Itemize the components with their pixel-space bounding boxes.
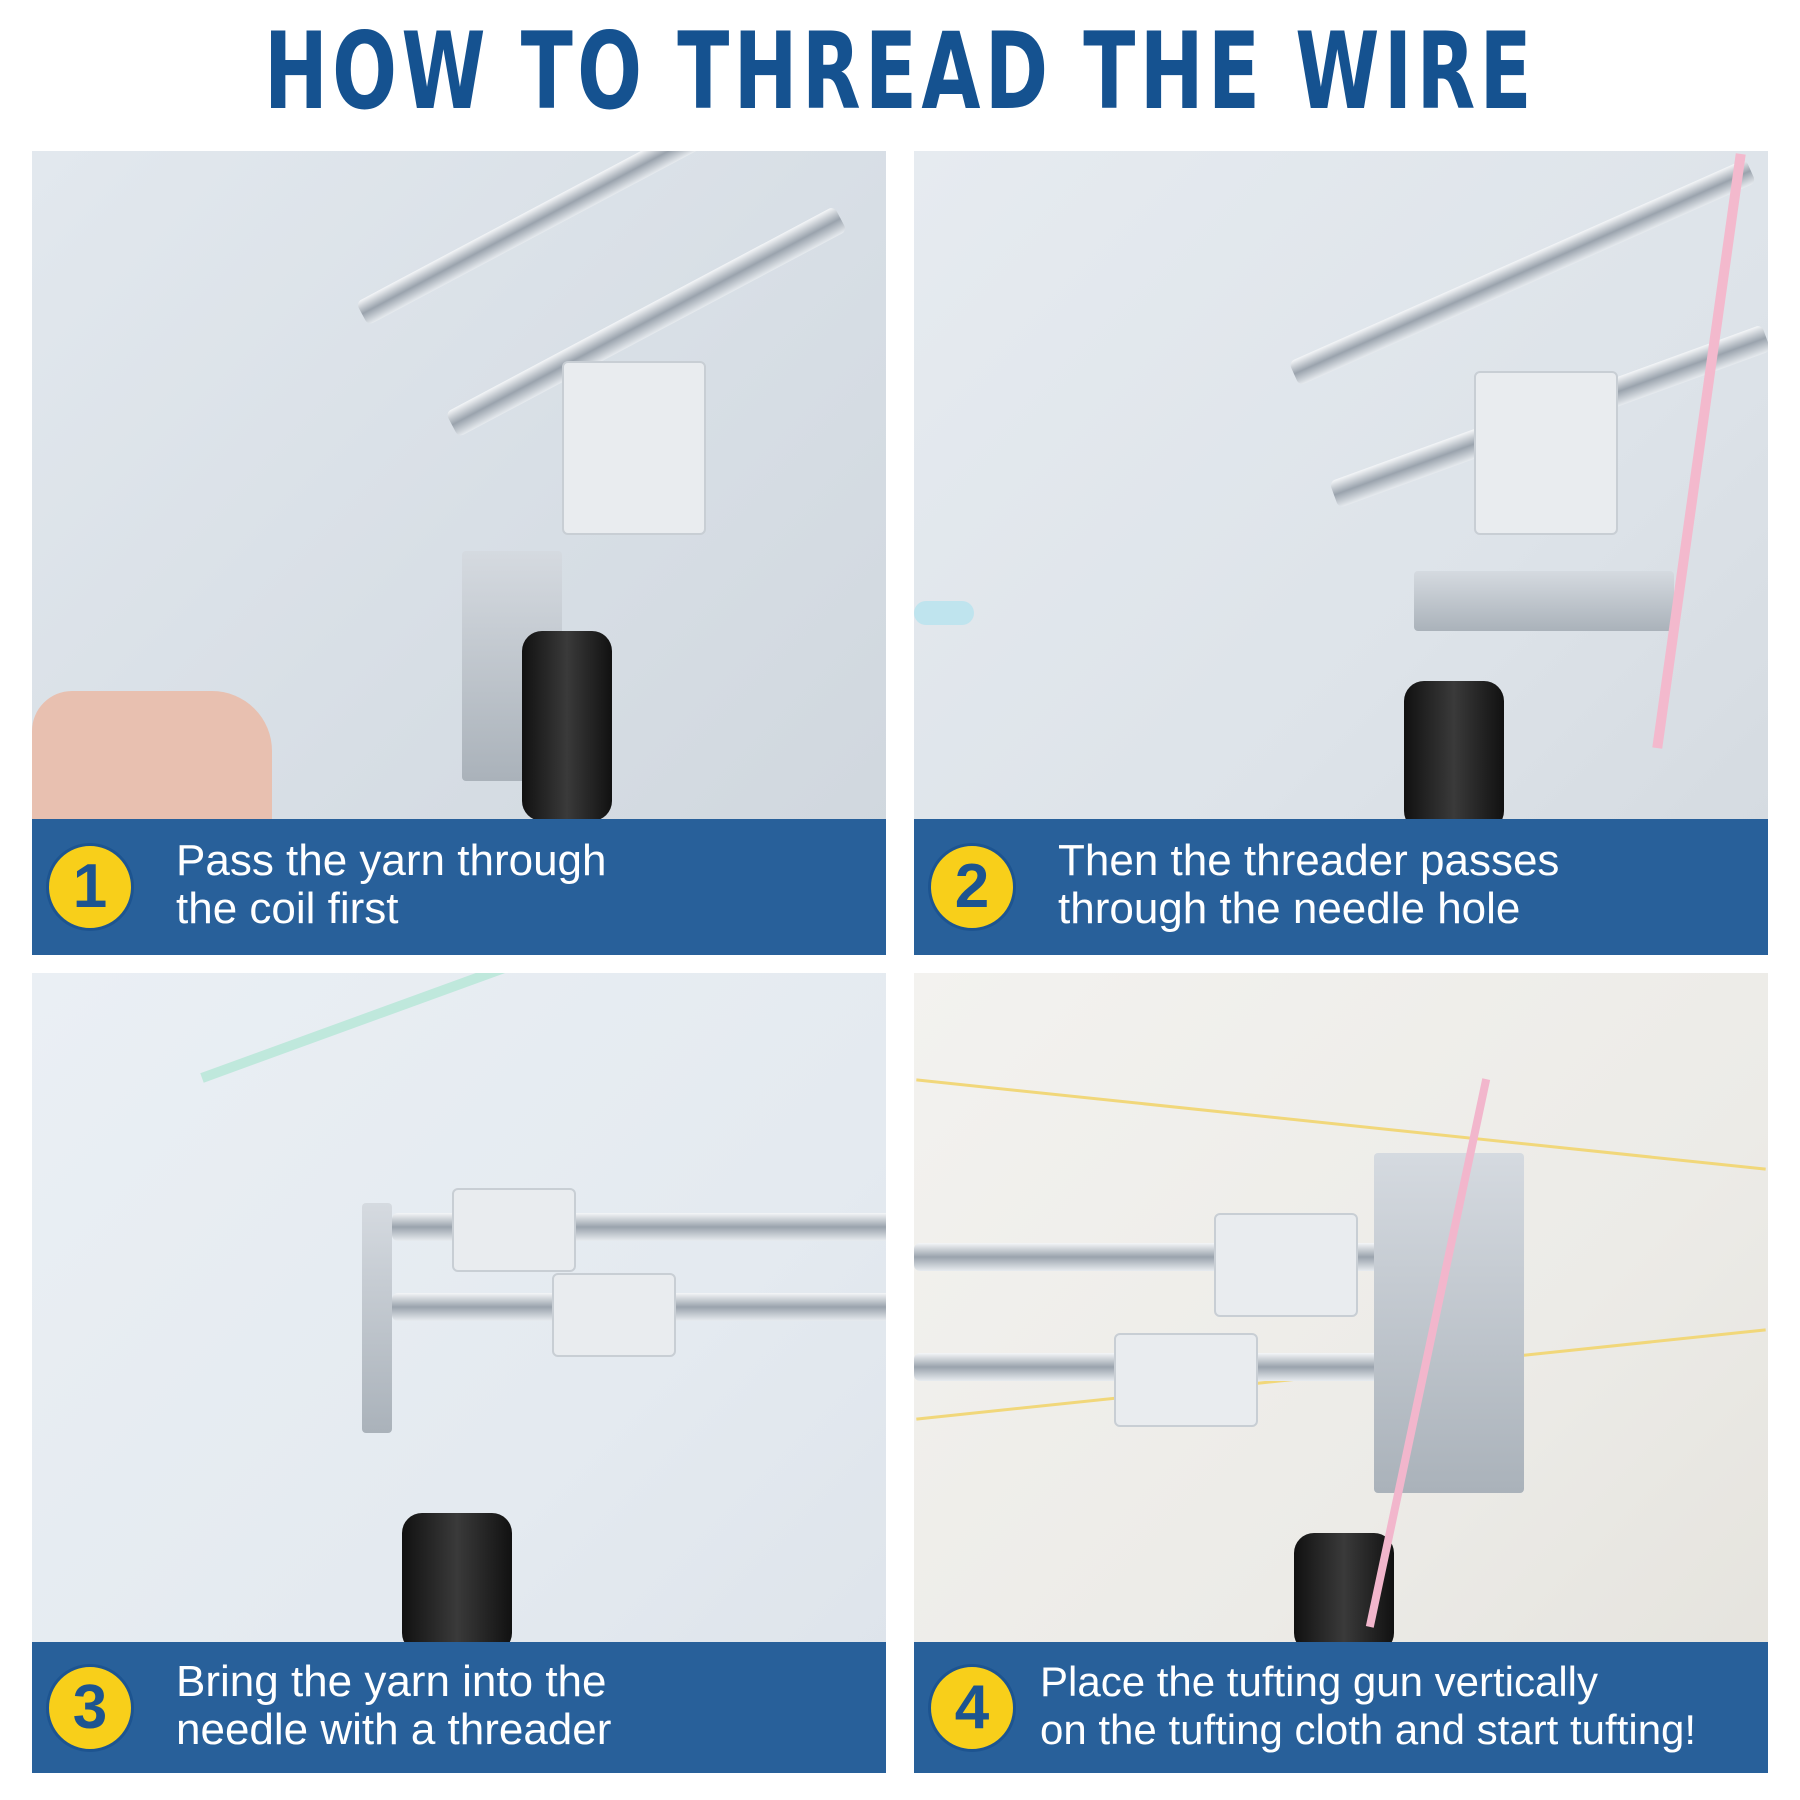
tufting-gun-yarn-threader-photo: [32, 973, 886, 1773]
step-panel-1: 1 Pass the yarn through the coil first: [32, 151, 886, 955]
caption-band: 3 Bring the yarn into the needle with a …: [32, 1642, 886, 1773]
step-panel-2: 2 Then the threader passes through the n…: [914, 151, 1768, 955]
step-caption: Then the threader passes through the nee…: [1058, 836, 1560, 933]
page-title: HOW TO THREAD THE WIRE: [263, 10, 1536, 133]
step-number-badge: 1: [46, 843, 134, 931]
caption-band: 2 Then the threader passes through the n…: [914, 819, 1768, 955]
step-caption: Bring the yarn into the needle with a th…: [176, 1657, 612, 1754]
caption-band: 4 Place the tufting gun vertically on th…: [914, 1642, 1768, 1773]
step-panel-3: 3 Bring the yarn into the needle with a …: [32, 973, 886, 1773]
tufting-gun-on-cloth-photo: [914, 973, 1768, 1773]
step-number-badge: 2: [928, 843, 1016, 931]
step-number-badge: 4: [928, 1664, 1016, 1752]
step-caption: Place the tufting gun vertically on the …: [1040, 1658, 1697, 1753]
caption-band: 1 Pass the yarn through the coil first: [32, 819, 886, 955]
step-number-badge: 3: [46, 1664, 134, 1752]
step-panel-4: 4 Place the tufting gun vertically on th…: [914, 973, 1768, 1773]
step-caption: Pass the yarn through the coil first: [176, 836, 607, 933]
